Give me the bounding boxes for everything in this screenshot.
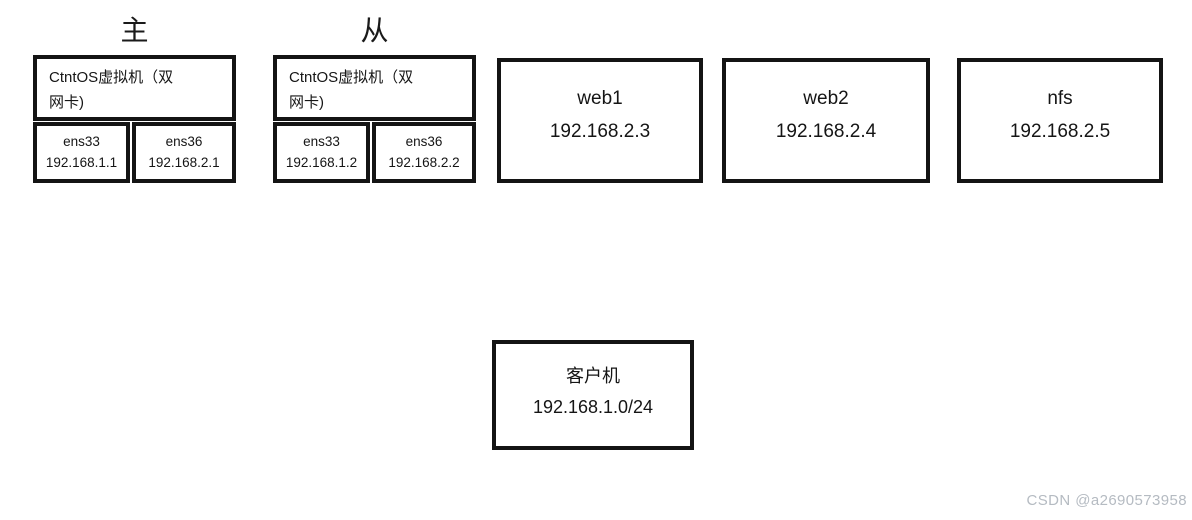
server-name: web2 [803,88,849,110]
slave-ens33-cell: ens33 192.168.1.2 [273,122,370,183]
master-role-label: 主 [120,15,149,46]
master-vm-title-text: CtntOS虚拟机（双网卡) [49,69,174,111]
interface-ip: 192.168.1.1 [45,154,118,170]
client-network: 192.168.1.0/24 [532,397,654,417]
interface-ip: 192.168.2.2 [388,154,460,170]
interface-name: ens33 [303,133,340,149]
slave-role-label: 从 [360,15,389,46]
server-name: web1 [577,88,623,110]
server-name: nfs [1047,88,1073,110]
master-vm-box: CtntOS虚拟机（双网卡) ens33 192.168.1.1 ens36 1… [33,55,236,183]
interface-name: ens36 [165,133,203,149]
slave-vm-box: CtntOS虚拟机（双网卡) ens33 192.168.1.2 ens36 1… [273,55,476,183]
interface-ip: 192.168.2.1 [148,154,220,170]
interface-name: ens36 [405,133,443,149]
master-interfaces: ens33 192.168.1.1 ens36 192.168.2.1 [33,122,236,183]
csdn-watermark: CSDN @a2690573958 [1026,492,1187,509]
web1-server-box: web1 192.168.2.3 [497,58,703,183]
web2-server-box: web2 192.168.2.4 [722,58,930,183]
slave-vm-title: CtntOS虚拟机（双网卡) [273,55,476,121]
client-box: 客户机 192.168.1.0/24 [492,340,694,450]
interface-ip: 192.168.1.2 [285,154,358,170]
master-ens36-cell: ens36 192.168.2.1 [132,122,236,183]
interface-name: ens33 [63,133,100,149]
server-ip: 192.168.2.5 [1009,120,1111,142]
nfs-server-box: nfs 192.168.2.5 [957,58,1163,183]
client-name: 客户机 [566,365,620,386]
master-ens33-cell: ens33 192.168.1.1 [33,122,130,183]
slave-vm-title-text: CtntOS虚拟机（双网卡) [289,69,414,111]
master-vm-title: CtntOS虚拟机（双网卡) [33,55,236,121]
server-ip: 192.168.2.3 [549,120,651,142]
server-ip: 192.168.2.4 [775,120,877,142]
slave-interfaces: ens33 192.168.1.2 ens36 192.168.2.2 [273,122,476,183]
slave-ens36-cell: ens36 192.168.2.2 [372,122,476,183]
